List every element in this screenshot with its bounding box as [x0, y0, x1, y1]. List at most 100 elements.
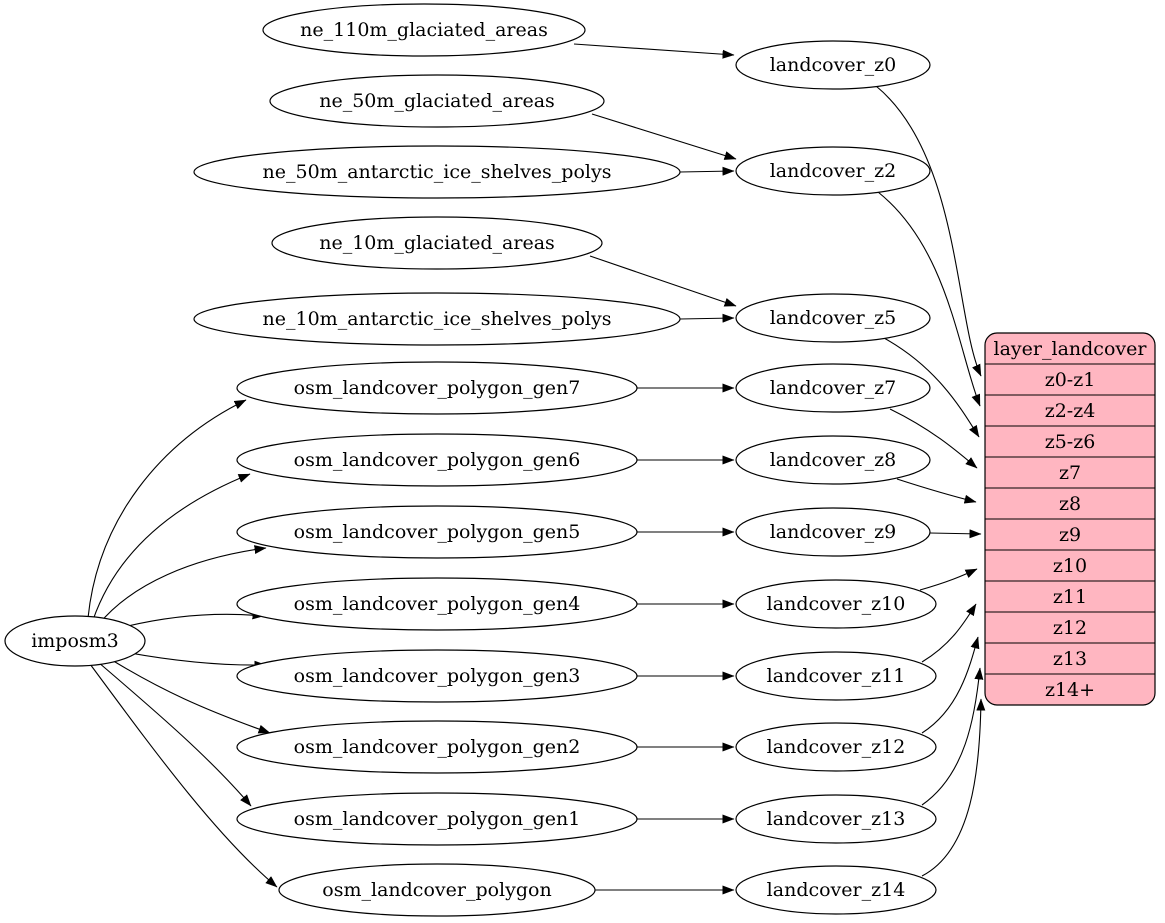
- node-osm_landcover_polygon_gen3: osm_landcover_polygon_gen3: [236, 649, 638, 703]
- node-ellipse: [236, 361, 638, 415]
- node-label: osm_landcover_polygon_gen4: [294, 593, 581, 615]
- node-label: landcover_z9: [770, 521, 897, 543]
- node-osm_landcover_polygon_gen7: osm_landcover_polygon_gen7: [236, 361, 638, 415]
- edge-landcover_z7-to-row-z7: [889, 408, 978, 469]
- record-row-z5-z6: z5-z6: [1045, 431, 1096, 453]
- edge-ne_10m_antarctic_ice_shelves_polys-to-landcover_z5: [679, 313, 735, 323]
- node-label: landcover_z10: [767, 593, 906, 615]
- edge-landcover_z5-to-row-z5-z6: [883, 337, 980, 438]
- node-osm_landcover_polygon_gen6: osm_landcover_polygon_gen6: [236, 433, 638, 487]
- node-landcover_z12: landcover_z12: [735, 722, 937, 772]
- edge-landcover_z11-to-row-z11: [921, 603, 977, 663]
- node-ellipse: [735, 794, 937, 844]
- record-row-z14plus: z14+: [1045, 679, 1095, 701]
- node-ellipse: [236, 577, 638, 631]
- node-label: landcover_z7: [770, 377, 897, 399]
- edge-landcover_z0-to-row-z0-z1: [875, 85, 982, 377]
- node-landcover_z11: landcover_z11: [735, 651, 937, 701]
- node-label: osm_landcover_polygon_gen6: [294, 449, 581, 471]
- edge-landcover_z8-to-row-z8: [896, 478, 977, 504]
- node-ellipse: [193, 292, 681, 346]
- node-landcover_z8: landcover_z8: [735, 435, 931, 485]
- edge-ne_50m_glaciated_areas-to-landcover_z2: [591, 113, 737, 160]
- edge-imposm3-to-osm_landcover_polygon: [89, 663, 278, 888]
- node-label: landcover_z12: [767, 736, 906, 758]
- record-row-z0-z1: z0-z1: [1045, 369, 1096, 391]
- node-landcover_z2: landcover_z2: [735, 146, 931, 196]
- node-label: osm_landcover_polygon_gen3: [294, 665, 581, 687]
- node-ne_50m_antarctic_ice_shelves_polys: ne_50m_antarctic_ice_shelves_polys: [193, 145, 681, 199]
- edge-imposm3-to-osm_landcover_polygon_gen7: [87, 399, 247, 619]
- edge-landcover_z2-to-row-z2-z4: [877, 191, 981, 407]
- node-landcover_z10: landcover_z10: [735, 579, 937, 629]
- edge-landcover_z9-to-row-z9: [929, 529, 982, 539]
- node-label: landcover_z2: [770, 160, 897, 182]
- node-landcover_z5: landcover_z5: [735, 293, 931, 343]
- node-osm_landcover_polygon: osm_landcover_polygon: [278, 863, 596, 917]
- node-label: ne_50m_antarctic_ice_shelves_polys: [263, 161, 612, 183]
- node-label: landcover_z13: [767, 808, 906, 830]
- node-ellipse: [735, 865, 937, 915]
- edge-imposm3-to-osm_landcover_polygon_gen5: [98, 545, 267, 625]
- edge-imposm3-to-osm_landcover_polygon_gen6: [92, 473, 251, 621]
- node-landcover_z9: landcover_z9: [735, 507, 931, 557]
- node-landcover_z14: landcover_z14: [735, 865, 937, 915]
- node-label: imposm3: [31, 630, 119, 652]
- node-ellipse: [735, 146, 931, 196]
- node-osm_landcover_polygon_gen2: osm_landcover_polygon_gen2: [236, 720, 638, 774]
- record-row-z13: z13: [1053, 648, 1087, 670]
- edge-landcover_z10-to-row-z10: [919, 568, 978, 591]
- node-label: osm_landcover_polygon: [322, 879, 551, 901]
- node-label: landcover_z14: [767, 879, 906, 901]
- edge-imposm3-to-osm_landcover_polygon_gen2: [106, 656, 271, 734]
- node-ellipse: [735, 435, 931, 485]
- node-ellipse: [735, 651, 937, 701]
- node-ellipse: [271, 216, 603, 270]
- node-label: landcover_z11: [767, 665, 906, 687]
- record-title: layer_landcover: [994, 338, 1148, 360]
- node-osm_landcover_polygon_gen5: osm_landcover_polygon_gen5: [236, 505, 638, 559]
- record-row-z12: z12: [1053, 617, 1087, 639]
- node-osm_landcover_polygon_gen4: osm_landcover_polygon_gen4: [236, 577, 638, 631]
- node-ellipse: [4, 615, 146, 667]
- node-ellipse: [193, 145, 681, 199]
- node-label: ne_50m_glaciated_areas: [319, 90, 555, 112]
- node-ellipse: [278, 863, 596, 917]
- edge-layer: [87, 43, 986, 895]
- record-row-z7: z7: [1059, 462, 1081, 484]
- node-ellipse: [735, 722, 937, 772]
- node-landcover_z0: landcover_z0: [735, 40, 931, 90]
- node-ellipse: [735, 363, 931, 413]
- node-ellipse: [735, 507, 931, 557]
- node-label: ne_10m_glaciated_areas: [319, 232, 555, 254]
- edge-ne_110m_glaciated_areas-to-landcover_z0: [573, 43, 735, 59]
- node-ne_10m_glaciated_areas: ne_10m_glaciated_areas: [271, 216, 603, 270]
- node-ellipse: [236, 649, 638, 703]
- node-ellipse: [236, 720, 638, 774]
- node-ellipse: [269, 74, 605, 128]
- record-row-z10: z10: [1053, 555, 1087, 577]
- node-layer_landcover: layer_landcover z0-z1 z2-z4 z5-z6 z7 z8 …: [984, 332, 1156, 706]
- node-ellipse: [262, 3, 586, 57]
- node-label: landcover_z0: [770, 54, 897, 76]
- node-ellipse: [735, 293, 931, 343]
- node-label: ne_110m_glaciated_areas: [300, 19, 548, 41]
- edge-ne_50m_antarctic_ice_shelves_polys-to-landcover_z2: [679, 166, 735, 176]
- node-ellipse: [236, 505, 638, 559]
- node-landcover_z13: landcover_z13: [735, 794, 937, 844]
- node-label: landcover_z5: [770, 307, 897, 329]
- node-ne_10m_antarctic_ice_shelves_polys: ne_10m_antarctic_ice_shelves_polys: [193, 292, 681, 346]
- edge-ne_10m_glaciated_areas-to-landcover_z5: [589, 255, 737, 307]
- node-ellipse: [236, 792, 638, 846]
- edge-imposm3-to-osm_landcover_polygon_gen1: [97, 661, 252, 807]
- record-row-z11: z11: [1053, 586, 1087, 608]
- node-label: landcover_z8: [770, 449, 897, 471]
- node-label: osm_landcover_polygon_gen1: [294, 808, 581, 830]
- node-ellipse: [236, 433, 638, 487]
- node-ne_50m_glaciated_areas: ne_50m_glaciated_areas: [269, 74, 605, 128]
- node-label: osm_landcover_polygon_gen5: [294, 521, 581, 543]
- record-row-z8: z8: [1059, 493, 1081, 515]
- node-ellipse: [735, 579, 937, 629]
